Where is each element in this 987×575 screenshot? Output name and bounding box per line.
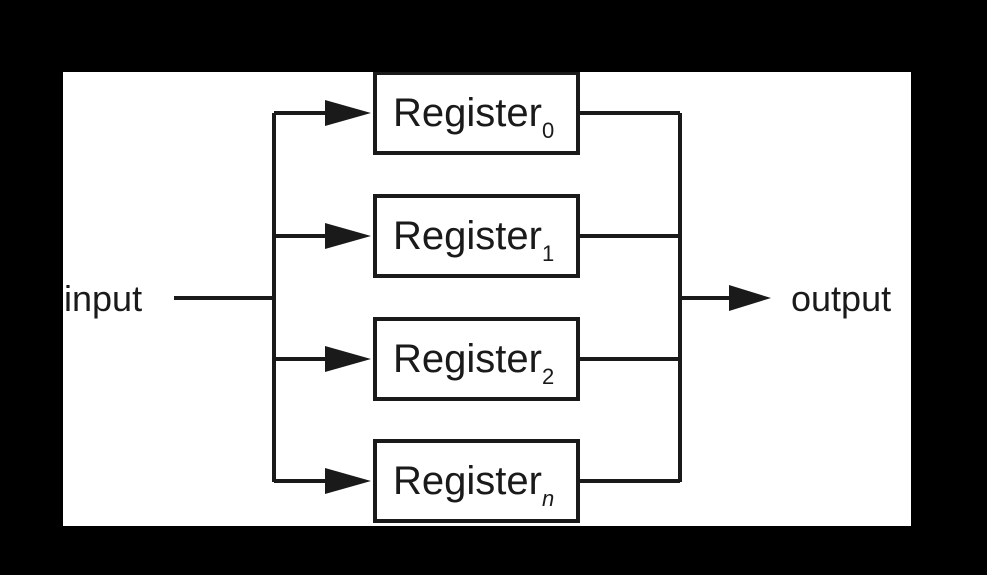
register-input-arrowhead [325, 223, 371, 249]
input-label: input [64, 278, 142, 319]
register-subscript: 1 [542, 241, 554, 266]
register-row: Registern [274, 439, 680, 523]
register-label: Register2 [393, 337, 554, 389]
register-name: Register [393, 91, 542, 135]
output-label: output [791, 278, 891, 319]
register-input-arrowhead [325, 468, 371, 494]
register-name: Register [393, 459, 542, 503]
register-name: Register [393, 214, 542, 258]
register-input-arrowhead [325, 346, 371, 372]
register-row: Register1 [274, 194, 680, 278]
register-row: Register0 [274, 72, 680, 155]
register-box [373, 317, 580, 401]
register-label: Register1 [393, 214, 554, 266]
register-row: Register2 [274, 317, 680, 401]
register-subscript: 2 [542, 364, 554, 389]
register-name: Register [393, 337, 542, 381]
output-arrowhead [729, 285, 771, 311]
register-box [373, 194, 580, 278]
register-subscript: 0 [542, 118, 554, 143]
register-input-arrowhead [325, 100, 371, 126]
register-fanout-diagram: input output Register0Register1Register2… [63, 72, 911, 526]
register-subscript: n [542, 486, 554, 511]
register-label: Register0 [393, 91, 554, 143]
register-label: Registern [393, 459, 554, 511]
